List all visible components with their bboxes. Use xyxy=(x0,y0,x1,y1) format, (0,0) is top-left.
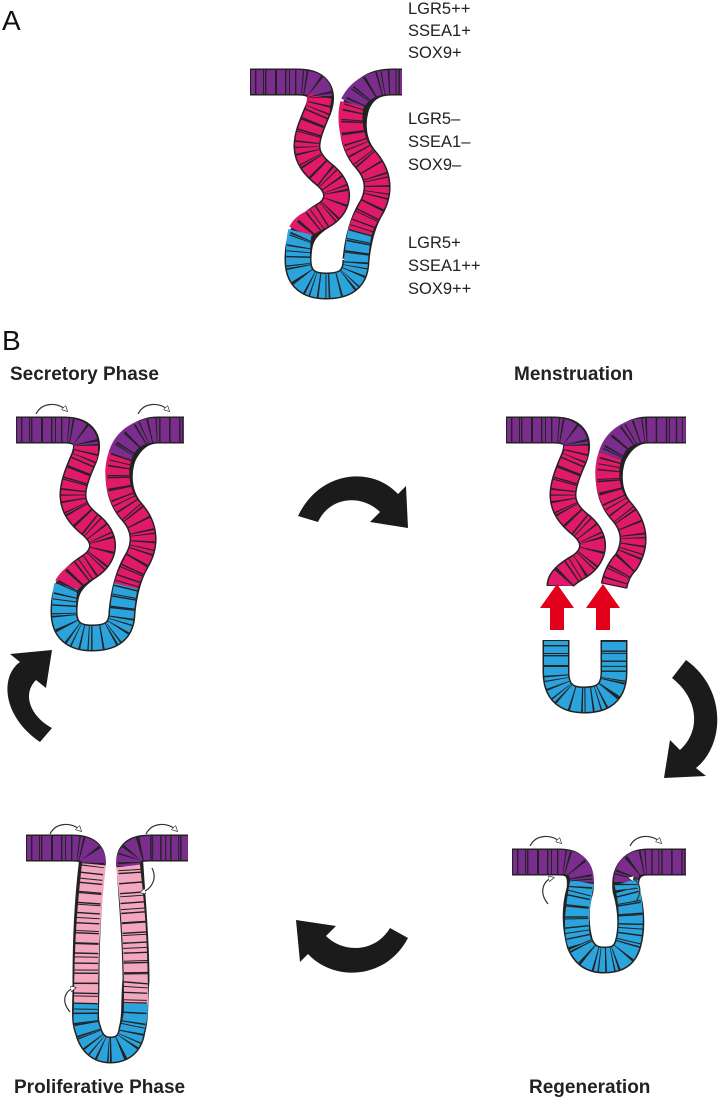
self-renewal-arrow xyxy=(35,403,66,415)
marker-line: SSEA1++ xyxy=(408,257,480,275)
phase-title-proliferative: Proliferative Phase xyxy=(14,1077,185,1098)
phase-title-secretory: Secretory Phase xyxy=(10,364,159,385)
gland-proliferative xyxy=(26,823,188,1064)
marker-label-surface: LGR5++ SSEA1+ SOX9+ xyxy=(408,0,471,62)
marker-label-base: LGR5+ SSEA1++ SOX9++ xyxy=(408,234,480,298)
panel-label-a: A xyxy=(2,5,21,36)
marker-line: SOX9+ xyxy=(408,44,462,62)
gland-diagram-a xyxy=(250,68,406,300)
migration-arrow xyxy=(542,878,552,905)
cycle-arrow-menstruation-to-regeneration xyxy=(664,660,718,778)
migration-arrow xyxy=(630,878,641,905)
shedding-arrow xyxy=(540,584,574,630)
gland-menstruation xyxy=(506,416,686,714)
migration-arrow xyxy=(64,988,74,1013)
marker-line: LGR5++ xyxy=(408,0,470,18)
cycle-arrow-proliferative-to-secretory xyxy=(7,650,52,742)
migration-arrow xyxy=(142,867,155,892)
marker-line: LGR5+ xyxy=(408,234,461,252)
self-renewal-arrow xyxy=(137,403,168,415)
phase-title-regeneration: Regeneration xyxy=(529,1077,650,1098)
cycle-arrow-secretory-to-menstruation xyxy=(298,476,408,528)
marker-line: SSEA1– xyxy=(408,133,471,151)
marker-label-middle: LGR5– SSEA1– SOX9– xyxy=(408,110,471,174)
self-renewal-arrow xyxy=(145,823,176,835)
phase-title-menstruation: Menstruation xyxy=(514,364,633,385)
gland-secretory xyxy=(16,403,184,652)
marker-line: LGR5– xyxy=(408,110,461,128)
marker-line: SSEA1+ xyxy=(408,22,471,40)
self-renewal-arrow xyxy=(529,835,560,847)
marker-line: SOX9++ xyxy=(408,280,471,298)
gland-regeneration xyxy=(512,835,686,974)
self-renewal-arrow xyxy=(629,835,660,847)
cycle-arrow-regeneration-to-proliferative xyxy=(296,920,408,973)
self-renewal-arrow xyxy=(49,823,80,835)
panel-label-b: B xyxy=(2,325,21,356)
shedding-arrow xyxy=(586,584,620,630)
marker-line: SOX9– xyxy=(408,156,462,174)
